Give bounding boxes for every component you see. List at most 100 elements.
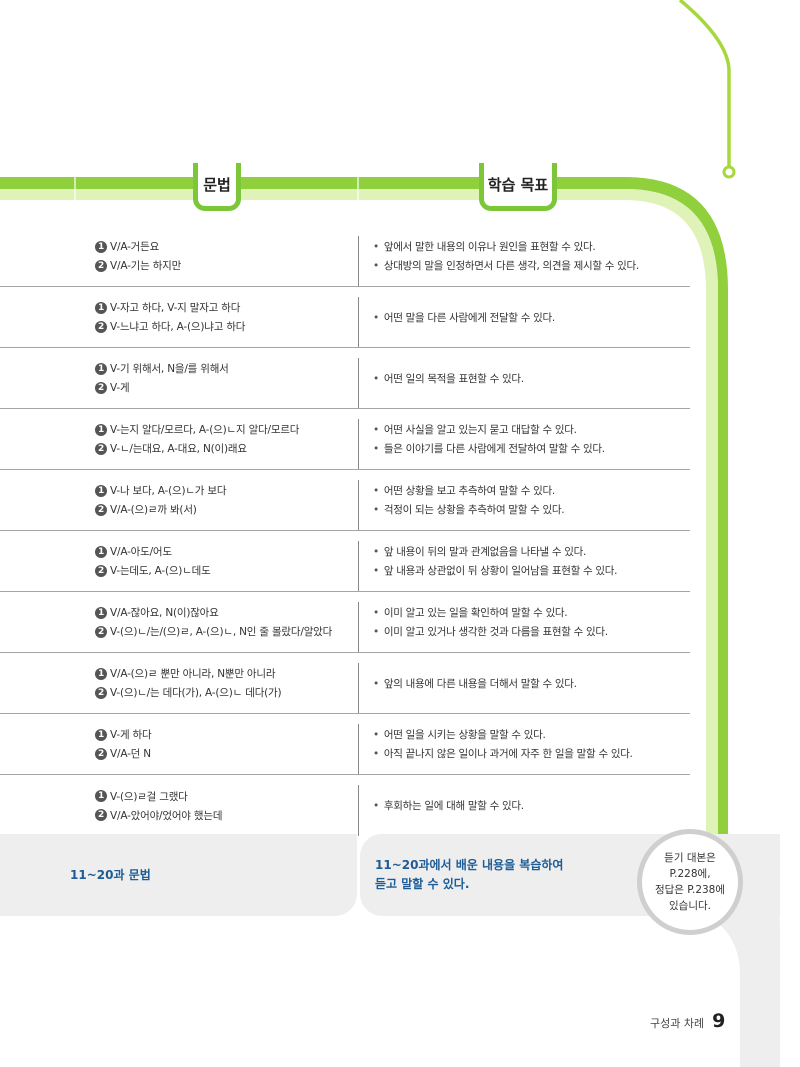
grammar-text: V-는데도, A-(으)ㄴ데도 — [110, 565, 211, 577]
goal-item: 아직 끝나지 않은 일이나 과거에 자주 한 일을 말할 수 있다. — [373, 746, 693, 761]
column-divider — [358, 541, 359, 591]
note-line: 듣기 대본은 — [664, 852, 716, 864]
goal-cell: 어떤 일의 목적을 표현할 수 있다. — [373, 348, 693, 408]
number-badge-icon: 1 — [95, 423, 107, 436]
goal-item: 어떤 말을 다른 사람에게 전달할 수 있다. — [373, 310, 693, 325]
goal-cell: 후회하는 일에 대해 말할 수 있다. — [373, 775, 693, 836]
number-badge-icon: 2 — [95, 442, 107, 455]
page-footer: 구성과 차례 9 — [650, 1010, 725, 1032]
column-divider — [358, 419, 359, 469]
table-row: 1V/A-아도/어도 2V-는데도, A-(으)ㄴ데도 앞 내용이 뒤의 말과 … — [0, 531, 690, 592]
note-line: 있습니다. — [669, 900, 711, 912]
number-badge-icon: 2 — [95, 564, 107, 577]
number-badge-icon: 1 — [95, 240, 107, 253]
goal-column-header: 학습 목표 — [479, 163, 557, 211]
number-badge-icon: 2 — [95, 259, 107, 272]
goal-item: 앞의 내용에 다른 내용을 더해서 말할 수 있다. — [373, 676, 693, 691]
grammar-text: V/A-(으)ㄹ까 봐(서) — [110, 504, 197, 516]
goal-item: 어떤 일을 시키는 상황을 말할 수 있다. — [373, 727, 693, 742]
goal-cell: 앞에서 말한 내용의 이유나 원인을 표현할 수 있다. 상대방의 말을 인정하… — [373, 226, 693, 286]
table-row: 1V/A-거든요 2V/A-기는 하지만 앞에서 말한 내용의 이유나 원인을 … — [0, 226, 690, 287]
answer-note-badge: 듣기 대본은 P.228에, 정답은 P.238에 있습니다. — [637, 829, 743, 935]
goal-item: 들은 이야기를 다른 사람에게 전달하여 말할 수 있다. — [373, 441, 693, 456]
grammar-text: V-ㄴ/는대요, A-대요, N(이)래요 — [110, 443, 247, 455]
footer-section-label: 구성과 차례 — [650, 1017, 705, 1030]
review-grammar-box: 11~20과 문법 — [0, 834, 357, 916]
goal-item: 이미 알고 있거나 생각한 것과 다름을 표현할 수 있다. — [373, 624, 693, 639]
grammar-text: V-(으)ㄴ/는/(으)ㄹ, A-(으)ㄴ, N인 줄 몰랐다/알았다 — [110, 626, 333, 638]
number-badge-icon: 2 — [95, 625, 107, 638]
number-badge-icon: 1 — [95, 790, 107, 802]
goal-cell: 어떤 상황을 보고 추측하여 말할 수 있다. 걱정이 되는 상황을 추측하여 … — [373, 470, 693, 530]
number-badge-icon: 2 — [95, 503, 107, 516]
grammar-text: V-(으)ㄴ/는 데다(가), A-(으)ㄴ 데다(가) — [110, 687, 282, 699]
goal-cell: 앞 내용이 뒤의 말과 관계없음을 나타낼 수 있다. 앞 내용과 상관없이 뒤… — [373, 531, 693, 591]
goal-cell: 앞의 내용에 다른 내용을 더해서 말할 수 있다. — [373, 653, 693, 713]
table-row: 1V-(으)ㄹ걸 그랬다 2V/A-았어야/었어야 했는데 후회하는 일에 대해… — [0, 775, 690, 836]
grammar-header-label: 문법 — [203, 176, 231, 194]
grammar-text: V/A-던 N — [110, 748, 151, 760]
note-line: P.228에, — [669, 868, 711, 880]
number-badge-icon: 2 — [95, 809, 107, 821]
number-badge-icon: 2 — [95, 747, 107, 760]
goal-item: 이미 알고 있는 일을 확인하여 말할 수 있다. — [373, 605, 693, 620]
review-grammar-text: 11~20과 문법 — [70, 867, 151, 882]
goal-item: 걱정이 되는 상황을 추측하여 말할 수 있다. — [373, 502, 693, 517]
number-badge-icon: 2 — [95, 381, 107, 394]
grammar-text: V-자고 하다, V-지 말자고 하다 — [110, 302, 241, 314]
lesson-table: 1V/A-거든요 2V/A-기는 하지만 앞에서 말한 내용의 이유나 원인을 … — [0, 226, 690, 836]
table-row: 1V-게 하다 2V/A-던 N 어떤 일을 시키는 상황을 말할 수 있다. … — [0, 714, 690, 775]
grammar-text: V-(으)ㄹ걸 그랬다 — [110, 790, 188, 803]
goal-item: 어떤 일의 목적을 표현할 수 있다. — [373, 371, 693, 386]
grammar-text: V-나 보다, A-(으)ㄴ가 보다 — [110, 485, 227, 497]
goal-cell: 이미 알고 있는 일을 확인하여 말할 수 있다. 이미 알고 있거나 생각한 … — [373, 592, 693, 652]
column-divider — [358, 236, 359, 286]
table-row: 1V-나 보다, A-(으)ㄴ가 보다 2V/A-(으)ㄹ까 봐(서) 어떤 상… — [0, 470, 690, 531]
number-badge-icon: 1 — [95, 362, 107, 375]
grammar-text: V/A-았어야/었어야 했는데 — [110, 809, 223, 822]
grammar-text: V-는지 알다/모르다, A-(으)ㄴ지 알다/모르다 — [110, 424, 300, 436]
grammar-column-header: 문법 — [193, 163, 241, 211]
goal-item: 후회하는 일에 대해 말할 수 있다. — [373, 798, 693, 813]
column-divider — [358, 297, 359, 347]
page-number: 9 — [712, 1010, 726, 1032]
grammar-text: V/A-거든요 — [110, 241, 160, 253]
grammar-text: V/A-아도/어도 — [110, 546, 172, 558]
goal-item: 앞 내용과 상관없이 뒤 상황이 일어남을 표현할 수 있다. — [373, 563, 693, 578]
number-badge-icon: 1 — [95, 484, 107, 497]
goal-item: 어떤 상황을 보고 추측하여 말할 수 있다. — [373, 483, 693, 498]
column-divider — [358, 663, 359, 713]
number-badge-icon: 2 — [95, 686, 107, 699]
grammar-text: V-기 위해서, N을/를 위해서 — [110, 363, 229, 375]
number-badge-icon: 1 — [95, 301, 107, 314]
table-row: 1V-기 위해서, N을/를 위해서 2V-게 어떤 일의 목적을 표현할 수 … — [0, 348, 690, 409]
number-badge-icon: 1 — [95, 667, 107, 680]
grammar-text: V-느냐고 하다, A-(으)냐고 하다 — [110, 321, 246, 333]
column-divider — [358, 602, 359, 652]
